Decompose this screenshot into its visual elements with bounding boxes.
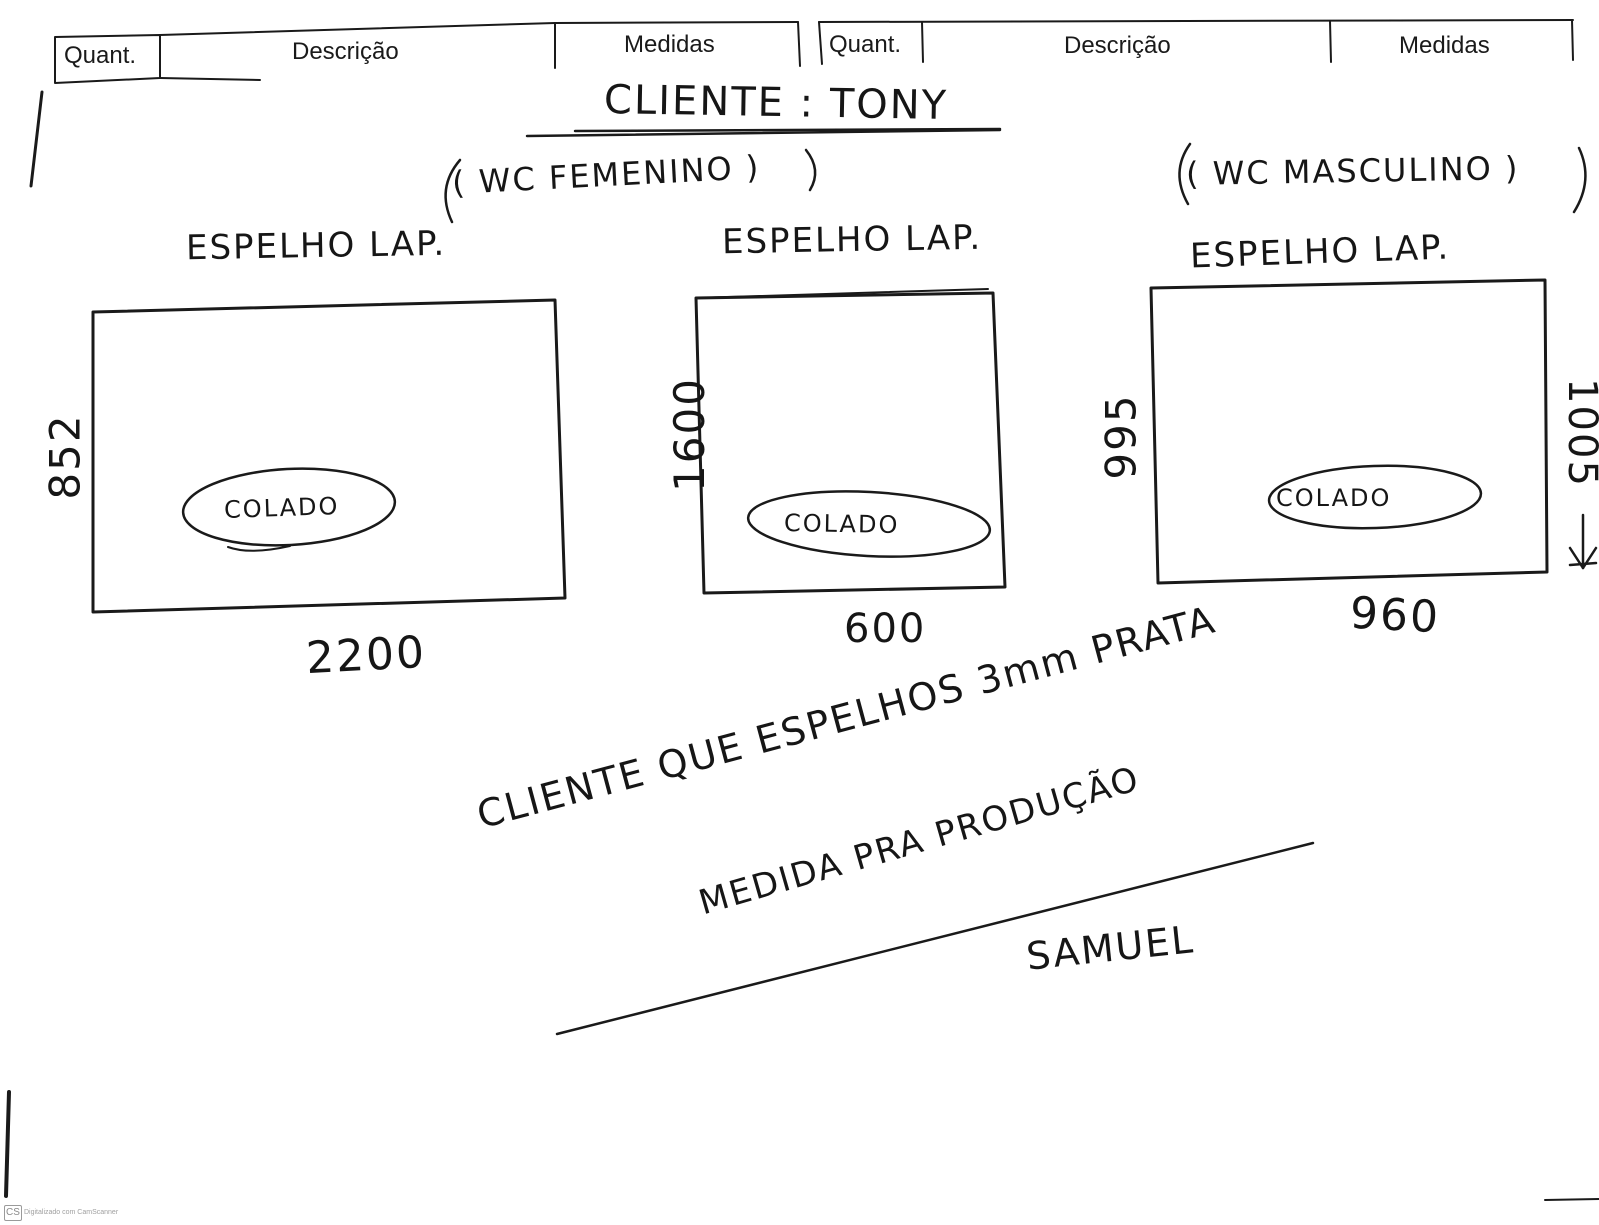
header-quant-right: Quant. xyxy=(829,31,902,58)
camscanner-logo: CS xyxy=(4,1205,22,1221)
colado-ellipse-1 xyxy=(181,467,397,547)
paren-open-femenino xyxy=(444,158,462,224)
mirror-2-width: 600 xyxy=(844,606,927,652)
mirror-3-height-right: 1005 xyxy=(1558,378,1599,488)
paren-open-masculino xyxy=(1178,142,1192,206)
colado-ellipse-1-tail xyxy=(227,545,291,552)
paren-close-masculino xyxy=(1572,146,1587,214)
paren-close-femenino xyxy=(804,148,817,192)
camscanner-caption: Digitalizado com CamScanner xyxy=(24,1209,119,1216)
form-header-right-grid xyxy=(818,19,1574,65)
mirror-3-box xyxy=(1149,278,1549,585)
client-name: CLIENTE : TONY xyxy=(603,77,949,129)
mirror-2-box xyxy=(694,291,1007,595)
dimension-arrow-icon xyxy=(1568,513,1598,570)
colado-ellipse-2 xyxy=(746,490,992,558)
mirror-1-width: 2200 xyxy=(304,626,428,685)
edge-mark-top-left xyxy=(29,90,44,188)
form-header-left-grid xyxy=(54,21,801,84)
header-medidas-right: Medidas xyxy=(1399,32,1490,59)
mirror-3-height-left: 995 xyxy=(1096,393,1146,480)
note-underline xyxy=(555,841,1315,1036)
mirror-1-box xyxy=(91,298,567,614)
client-underline xyxy=(525,127,1002,138)
mirror-1-height: 852 xyxy=(40,413,90,500)
mirror-3-width: 960 xyxy=(1348,587,1442,644)
mirror-2-top-edge xyxy=(695,288,989,299)
colado-ellipse-3 xyxy=(1267,464,1483,530)
mirror-2-height: 1600 xyxy=(664,377,714,492)
mirror-2-note: COLADO xyxy=(783,508,900,540)
header-descricao-right: Descrição xyxy=(1064,32,1171,59)
header-quant-left: Quant. xyxy=(64,42,137,69)
mirror-1-note: COLADO xyxy=(223,491,340,525)
edge-mark-bottom-left xyxy=(4,1090,11,1198)
mirror-1-label: ESPELHO LAP. xyxy=(185,223,447,269)
header-descricao-left: Descrição xyxy=(292,38,399,65)
mirror-2-label: ESPELHO LAP. xyxy=(721,217,983,263)
edge-mark-bottom-right xyxy=(1544,1198,1599,1201)
mirror-3-note: COLADO xyxy=(1276,484,1392,512)
section-wc-masculino: ( WC MASCULINO ) xyxy=(1185,149,1520,193)
header-medidas-left: Medidas xyxy=(624,31,715,58)
